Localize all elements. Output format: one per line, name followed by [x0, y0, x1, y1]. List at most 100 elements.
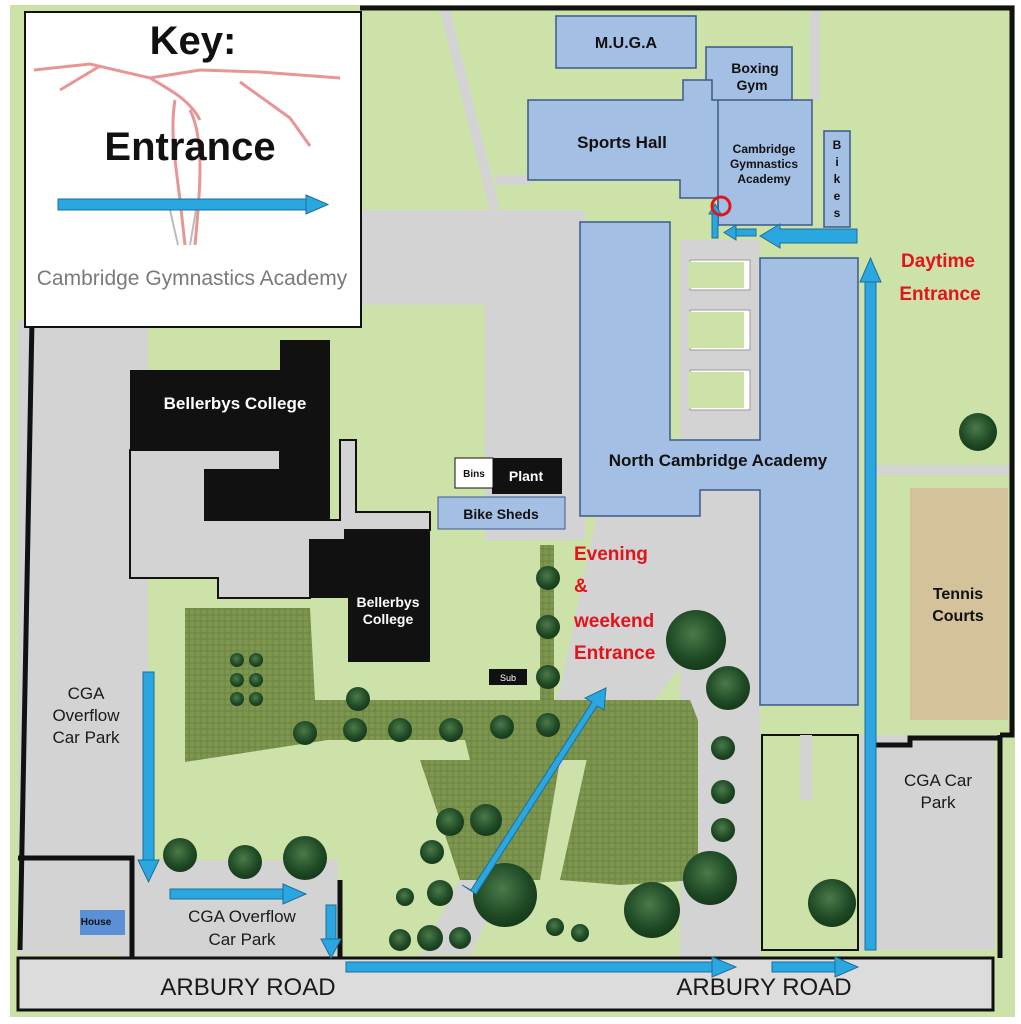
footpaths — [440, 8, 1010, 475]
tree-icon — [230, 673, 244, 687]
evening-entrance-label-3: weekend — [573, 611, 654, 632]
site-boundary — [17, 5, 1015, 958]
tree-icon — [163, 838, 197, 872]
overflow-car-park-left-2: Overflow — [52, 706, 120, 725]
tree-icon — [490, 715, 514, 739]
bins-label: Bins — [463, 469, 485, 480]
tree-icon — [230, 692, 244, 706]
arrow-icon — [169, 883, 308, 905]
arrow-icon — [771, 956, 860, 978]
cga-car-park-label-2: Park — [921, 793, 956, 812]
tree-icon — [546, 918, 564, 936]
tree-icon — [396, 888, 414, 906]
tree-icon — [683, 851, 737, 905]
tree-icon — [711, 780, 735, 804]
overflow-car-park-left-3: Car Park — [52, 728, 120, 747]
tree-icon — [427, 880, 453, 906]
overflow-car-park-bottom-1: CGA Overflow — [188, 907, 296, 926]
substation-label: Sub — [500, 673, 516, 683]
sports-hall-label: Sports Hall — [577, 133, 667, 152]
svg-text:k: k — [834, 172, 841, 186]
svg-text:e: e — [834, 189, 841, 203]
bellerbys-outline — [129, 439, 431, 599]
tree-icon — [666, 610, 726, 670]
cga-label-3: Academy — [737, 172, 791, 186]
gymnast-logo — [33, 62, 341, 246]
bikes-label: B i k e s — [833, 138, 842, 220]
tree-icon — [571, 924, 589, 942]
arrow-icon — [345, 956, 738, 978]
svg-text:s: s — [834, 206, 841, 220]
bins-building — [454, 457, 494, 489]
circle-marker-icon — [710, 195, 732, 217]
house — [80, 895, 125, 935]
tree-icon — [959, 413, 997, 451]
bellerbys-college-label-1: Bellerbys College — [164, 394, 307, 413]
overflow-car-park-bottom-2: Car Park — [208, 930, 276, 949]
overflow-car-park-left-1: CGA — [68, 684, 106, 703]
arbury-road-label-left: ARBURY ROAD — [160, 974, 335, 1001]
svg-text:i: i — [835, 155, 838, 169]
arrow-icon — [320, 904, 342, 960]
evening-entrance-label-4: Entrance — [574, 643, 655, 664]
key-entrance-label: Entrance — [104, 125, 275, 169]
tree-icon — [436, 808, 464, 836]
house-label: House — [81, 917, 112, 928]
cga-label-1: Cambridge — [733, 142, 796, 156]
arrow-icon — [461, 687, 607, 895]
bike-sheds-label: Bike Sheds — [463, 506, 539, 522]
tree-icon — [283, 836, 327, 880]
substation — [489, 669, 527, 685]
key-arrow-icon — [57, 194, 330, 215]
tennis-courts — [910, 488, 1008, 720]
tree-icon — [470, 804, 502, 836]
cga-label-2: Gymnastics — [730, 157, 798, 171]
boxing-gym-label-1: Boxing — [731, 60, 778, 76]
boxing-gym-label-2: Gym — [736, 77, 767, 93]
tree-icon — [249, 673, 263, 687]
bellerbys-college-label-2b: College — [363, 611, 414, 627]
plant-label: Plant — [509, 468, 544, 484]
trees — [163, 413, 997, 951]
evening-entrance-label-1: Evening — [574, 544, 648, 565]
tree-icon — [536, 713, 560, 737]
key-brand: Cambridge Gymnastics Academy — [37, 267, 348, 290]
tree-icon — [388, 718, 412, 742]
tree-icon — [536, 566, 560, 590]
tree-icon — [417, 925, 443, 951]
plot-path — [800, 735, 812, 800]
tree-icon — [293, 721, 317, 745]
tree-icon — [389, 929, 411, 951]
tree-icon — [711, 818, 735, 842]
muga-label: M.U.G.A — [595, 35, 658, 52]
bellerbys-college-label-2a: Bellerbys — [356, 594, 419, 610]
cga-car-park-label-1: CGA Car — [904, 771, 972, 790]
arrow-icon — [723, 224, 757, 241]
tennis-courts-label-1: Tennis — [933, 586, 983, 603]
svg-text:B: B — [833, 138, 842, 152]
tree-icon — [343, 718, 367, 742]
north-cambridge-academy-label: North Cambridge Academy — [609, 451, 828, 470]
evening-entrance-label-2: & — [574, 576, 588, 597]
tennis-courts-label-2: Courts — [932, 608, 984, 625]
tree-icon — [249, 653, 263, 667]
tree-icon — [230, 653, 244, 667]
key-panel: Key: Entrance Cambridge Gymnastics Acade… — [24, 11, 362, 328]
key-title: Key: — [150, 19, 237, 63]
tree-icon — [624, 882, 680, 938]
tree-icon — [420, 840, 444, 864]
arrow-icon — [859, 256, 882, 951]
arrow-icon — [759, 223, 858, 249]
tree-icon — [228, 845, 262, 879]
tree-icon — [536, 665, 560, 689]
bike-sheds-building — [437, 496, 566, 530]
academy-buildings — [527, 15, 859, 706]
tree-icon — [439, 718, 463, 742]
daytime-entrance-label-2: Entrance — [899, 284, 980, 305]
tree-icon — [536, 615, 560, 639]
route-arrows — [137, 203, 882, 978]
tree-icon — [711, 736, 735, 760]
arbury-road-label-right: ARBURY ROAD — [676, 974, 851, 1001]
tree-icon — [473, 863, 537, 927]
